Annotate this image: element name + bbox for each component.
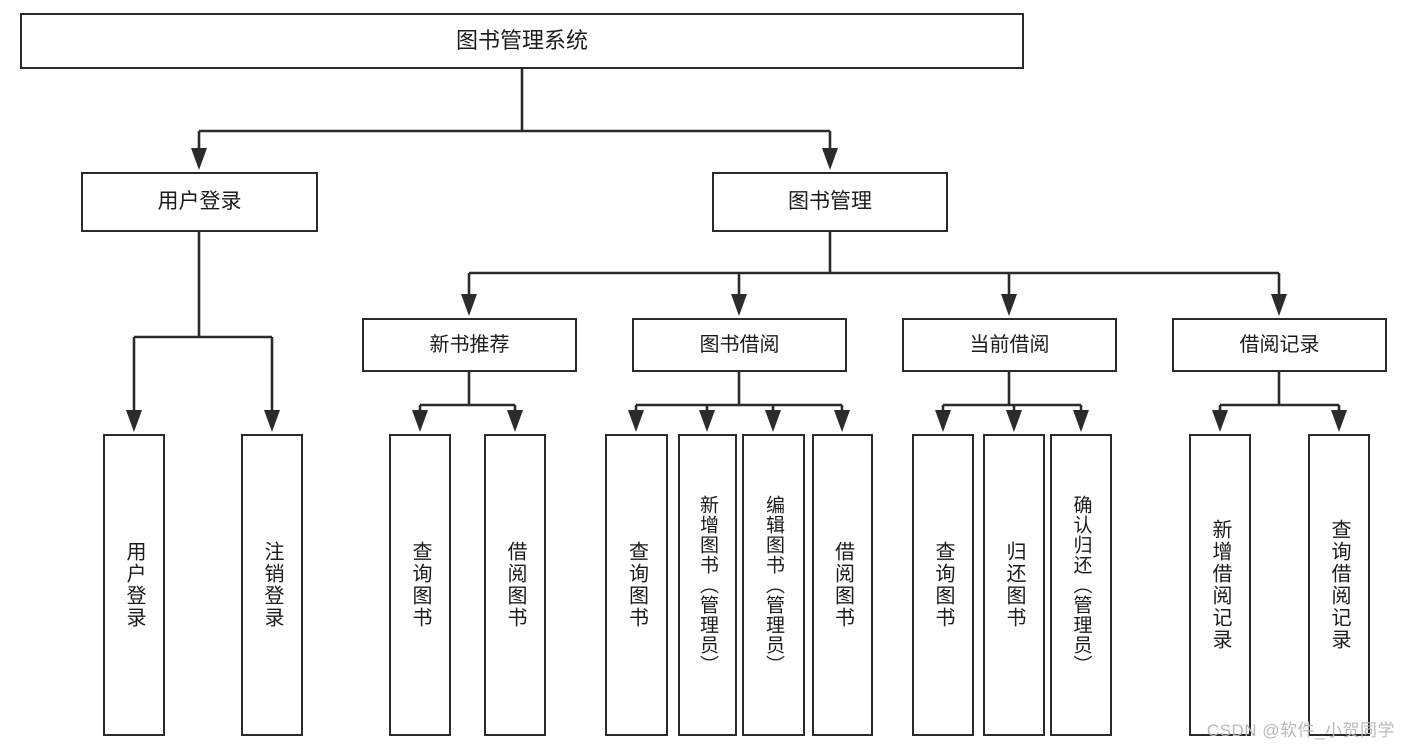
- arrow-head-icon: [1212, 410, 1228, 432]
- arrow-head-icon: [507, 410, 523, 432]
- node-label: 注销登录: [261, 541, 283, 629]
- node-leaf-leaf-edit-book[interactable]: 编辑图书（管理员）: [742, 434, 805, 736]
- node-label: 借阅图书: [504, 541, 526, 629]
- node-label: 借阅记录: [1239, 333, 1320, 356]
- node-level3-new-book-recommend[interactable]: 新书推荐: [362, 318, 577, 372]
- node-label: 图书管理系统: [455, 27, 588, 53]
- node-label: 编辑图书（管理员）: [763, 495, 784, 675]
- arrow-head-icon: [628, 410, 644, 432]
- node-leaf-leaf-add-book[interactable]: 新增图书（管理员）: [678, 434, 737, 736]
- node-label: 用户登录: [123, 541, 145, 629]
- arrow-head-icon: [1331, 410, 1347, 432]
- node-leaf-leaf-query-book-2[interactable]: 查询图书: [605, 434, 668, 736]
- node-leaf-leaf-borrow-book-1[interactable]: 借阅图书: [484, 434, 546, 736]
- arrow-head-icon: [1073, 410, 1089, 432]
- arrow-head-icon: [834, 410, 850, 432]
- node-label: 新增借阅记录: [1209, 519, 1231, 651]
- node-level3-borrow-record[interactable]: 借阅记录: [1172, 318, 1387, 372]
- node-leaf-leaf-query-book-1[interactable]: 查询图书: [389, 434, 451, 736]
- arrow-head-icon: [126, 410, 142, 432]
- node-leaf-leaf-logout[interactable]: 注销登录: [241, 434, 303, 736]
- node-leaf-leaf-add-record[interactable]: 新增借阅记录: [1189, 434, 1251, 736]
- node-leaf-leaf-query-record[interactable]: 查询借阅记录: [1308, 434, 1370, 736]
- node-label: 确认归还（管理员）: [1070, 495, 1092, 675]
- node-label: 用户登录: [157, 190, 242, 214]
- arrow-head-icon: [1001, 294, 1017, 316]
- node-leaf-leaf-return-book[interactable]: 归还图书: [983, 434, 1045, 736]
- node-label: 新书推荐: [429, 333, 510, 356]
- arrow-head-icon: [822, 148, 838, 170]
- arrow-head-icon: [191, 148, 207, 170]
- arrow-head-icon: [264, 410, 280, 432]
- node-root[interactable]: 图书管理系统: [20, 13, 1024, 69]
- arrow-head-icon: [1006, 410, 1022, 432]
- watermark: CSDN @软件_小贺同学: [1206, 721, 1395, 740]
- arrow-head-icon: [765, 410, 781, 432]
- arrow-head-icon: [412, 410, 428, 432]
- node-label: 图书管理: [788, 190, 872, 214]
- node-leaf-leaf-borrow-book-2[interactable]: 借阅图书: [812, 434, 873, 736]
- node-level3-current-borrow[interactable]: 当前借阅: [902, 318, 1117, 372]
- node-label: 归还图书: [1003, 541, 1025, 629]
- node-label: 查询图书: [409, 541, 431, 629]
- arrow-head-icon: [935, 410, 951, 432]
- node-label: 借阅图书: [831, 541, 854, 629]
- arrow-head-icon: [461, 294, 477, 316]
- node-leaf-leaf-query-book-3[interactable]: 查询图书: [912, 434, 974, 736]
- arrow-head-icon: [1271, 294, 1287, 316]
- node-label: 当前借阅: [969, 333, 1050, 356]
- node-level2-user-login[interactable]: 用户登录: [81, 172, 318, 232]
- node-label: 查询借阅记录: [1328, 519, 1350, 651]
- node-label: 查询图书: [625, 541, 648, 629]
- node-level3-book-borrow[interactable]: 图书借阅: [632, 318, 847, 372]
- arrow-head-icon: [731, 294, 747, 316]
- node-label: 查询图书: [932, 541, 954, 629]
- node-leaf-leaf-user-login[interactable]: 用户登录: [103, 434, 165, 736]
- node-label: 新增图书（管理员）: [697, 495, 718, 675]
- node-leaf-leaf-confirm-return[interactable]: 确认归还（管理员）: [1050, 434, 1112, 736]
- node-label: 图书借阅: [699, 333, 780, 356]
- node-level2-book-manage[interactable]: 图书管理: [712, 172, 948, 232]
- arrow-head-icon: [699, 410, 715, 432]
